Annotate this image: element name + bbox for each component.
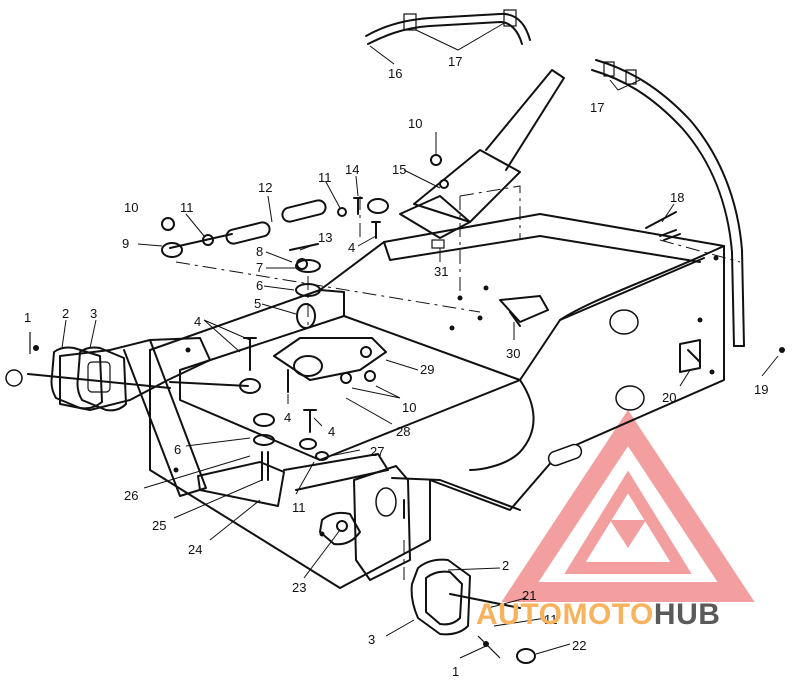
callout-18: 18 (670, 190, 684, 205)
callout-9: 9 (122, 236, 129, 251)
right-handlebar (591, 59, 745, 347)
steering-post (399, 69, 565, 239)
callout-10-left: 10 (124, 200, 138, 215)
assembly-centerlines (175, 185, 741, 580)
pitman-arm-assembly (243, 259, 387, 393)
watermark-hub: HUB (653, 598, 721, 631)
tie-rod-upper (161, 198, 389, 258)
callout-14: 14 (345, 162, 359, 177)
callout-4-lower: 4 (284, 410, 291, 425)
right-cover-plates (410, 558, 536, 664)
callout-4-right: 4 (328, 424, 335, 439)
callout-29: 29 (420, 362, 434, 377)
left-cover-plates (29, 332, 127, 412)
callout-13: 13 (318, 230, 332, 245)
callout-6-upper: 6 (256, 278, 263, 293)
callout-3-left: 3 (90, 306, 97, 321)
skid-plate (197, 453, 389, 507)
callout-5: 5 (254, 296, 261, 311)
callout-leaders (61, 21, 779, 659)
watermark-logo-icon (501, 409, 755, 602)
callout-15: 15 (392, 162, 406, 177)
callout-19: 19 (754, 382, 768, 397)
callout-11-right: 11 (544, 612, 558, 627)
callout-25: 25 (152, 518, 166, 533)
callout-6-lower: 6 (174, 442, 181, 457)
callout-21: 21 (522, 588, 536, 603)
right-steering-arm (319, 465, 521, 581)
callout-4-center: 4 (194, 314, 201, 329)
callout-22: 22 (572, 638, 586, 653)
watermark-moto: MOTO (562, 598, 654, 631)
tie-rod-lower (169, 378, 261, 394)
callout-4-upper: 4 (348, 240, 355, 255)
callout-1-left: 1 (24, 310, 31, 325)
callout-12: 12 (258, 180, 272, 195)
callout-7: 7 (256, 260, 263, 275)
left-handlebar (365, 9, 531, 45)
callout-labels: 16 17 17 10 15 14 11 12 18 10 11 9 13 8 … (24, 54, 768, 679)
watermark-auto: AUTO (476, 598, 563, 631)
callout-11-left: 11 (180, 200, 194, 215)
callout-17-left: 17 (448, 54, 462, 69)
spacer-and-bushing (253, 409, 329, 481)
callout-2-right: 2 (502, 558, 509, 573)
callout-11-lower: 11 (292, 500, 306, 515)
callout-26: 26 (124, 488, 138, 503)
watermark-text: AUTOMOTOHUB (476, 598, 720, 632)
callout-16: 16 (388, 66, 402, 81)
callout-20: 20 (662, 390, 676, 405)
callout-10-lower: 10 (402, 400, 416, 415)
callout-8: 8 (256, 244, 263, 259)
callout-30: 30 (506, 346, 520, 361)
callout-31: 31 (434, 264, 448, 279)
callout-27: 27 (370, 444, 384, 459)
callout-28: 28 (396, 424, 410, 439)
callout-17-right: 17 (590, 100, 604, 115)
callout-1-right: 1 (452, 664, 459, 679)
left-mount-bracket (5, 337, 211, 497)
callout-3-right: 3 (368, 632, 375, 647)
callout-10-top: 10 (408, 116, 422, 131)
callout-23: 23 (292, 580, 306, 595)
callout-24: 24 (188, 542, 202, 557)
callout-11-upper: 11 (318, 170, 332, 185)
callout-2-left: 2 (62, 306, 69, 321)
